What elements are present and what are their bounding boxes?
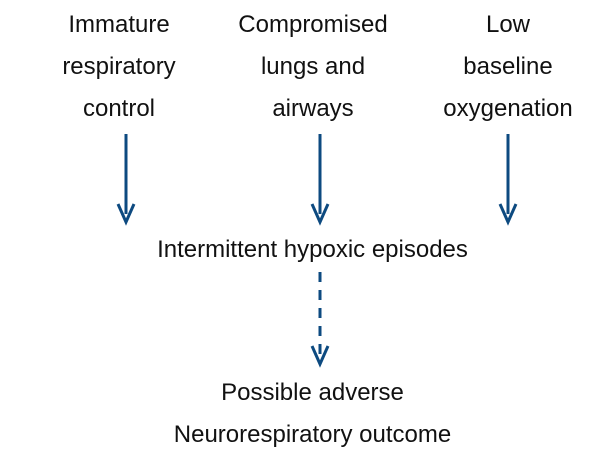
- cause-1-line-3: control: [82, 95, 156, 122]
- cause-1-line-1: Immature: [68, 11, 170, 38]
- outcome-node: Possible adverse Neurorespiratory outcom…: [0, 372, 613, 456]
- arrow-1-head: [116, 203, 136, 226]
- cause-low-baseline-oxygenation: Low baseline oxygenation: [413, 4, 603, 130]
- cause-compromised-lungs-and-airways: Compromised lungs and airways: [218, 4, 408, 130]
- cause-3-line-3: oxygenation: [443, 95, 573, 122]
- outcome-line-1: Possible adverse: [221, 379, 404, 406]
- cause-1-line-2: respiratory: [62, 53, 176, 80]
- intermittent-hypoxic-episodes-node: Intermittent hypoxic episodes: [157, 236, 468, 263]
- arrow-3-head: [498, 203, 518, 226]
- dashed-arrow-head: [310, 345, 330, 368]
- cause-2-line-3: airways: [272, 95, 354, 122]
- cause-2-line-1: Compromised: [238, 11, 388, 38]
- cause-3-line-1: Low: [485, 11, 531, 38]
- cause-3-line-2: baseline: [463, 53, 553, 80]
- cause-2-line-2: lungs and: [260, 53, 366, 80]
- outcome-line-2: Neurorespiratory outcome: [173, 421, 452, 448]
- cause-immature-respiratory-control: Immature respiratory control: [24, 4, 214, 130]
- arrow-2-head: [310, 203, 330, 226]
